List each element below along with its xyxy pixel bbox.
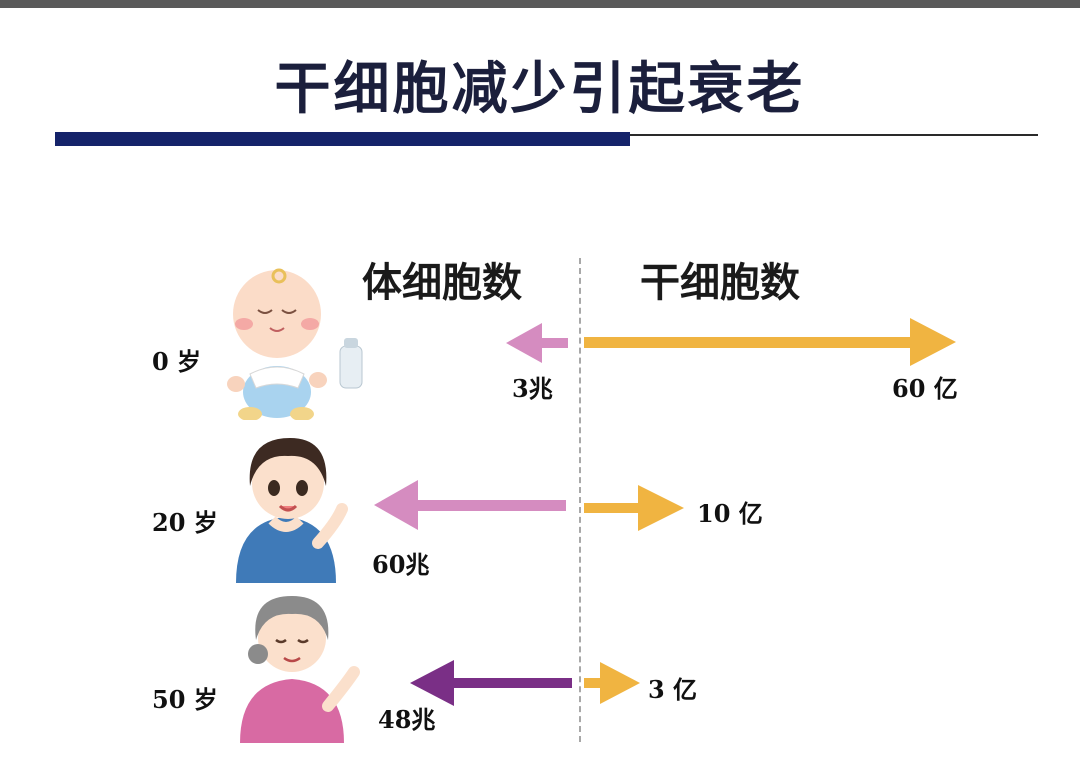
baby-icon: [227, 268, 363, 420]
row2-stem-arrow: [584, 485, 684, 531]
row3-age: 50 岁: [152, 685, 218, 714]
row3-stem-count: 3 亿: [648, 675, 698, 704]
row1-somatic-count: 3兆: [512, 374, 553, 403]
row2-somatic-count: 60兆: [372, 550, 430, 579]
row1-stem-count: 60 亿: [892, 374, 958, 403]
row1-age: 0 岁: [152, 347, 202, 376]
row2-age: 20 岁: [152, 508, 218, 537]
row3-stem-arrow: [584, 662, 640, 704]
row2-somatic-arrow: [374, 480, 566, 530]
row1-stem-arrow: [584, 318, 956, 366]
page-title: 干细胞减少引起衰老: [274, 57, 806, 122]
row1-somatic-arrow: [506, 323, 568, 363]
header-stem-cells: 干细胞数: [640, 260, 800, 306]
young-woman-icon: [236, 438, 348, 583]
title-rule-thin: [630, 134, 1038, 136]
center-divider: [579, 258, 581, 742]
row3-somatic-count: 48兆: [378, 705, 436, 734]
top-border: [0, 0, 1080, 8]
row3-somatic-arrow: [410, 660, 572, 706]
title-rule-thick: [55, 132, 630, 146]
header-somatic-cells: 体细胞数: [362, 260, 522, 306]
row2-stem-count: 10 亿: [697, 499, 763, 528]
older-woman-icon: [240, 596, 360, 743]
